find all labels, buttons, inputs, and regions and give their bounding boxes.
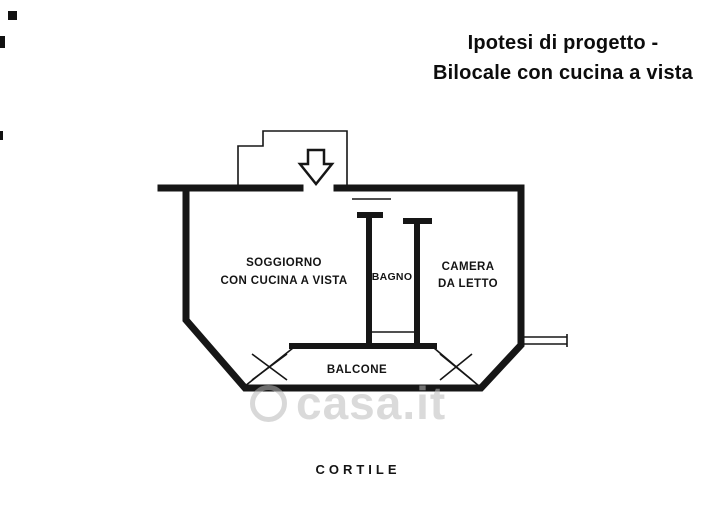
bedroom-label-line-1: CAMERA bbox=[441, 261, 495, 273]
room-label-balcony: BALCONE bbox=[326, 364, 388, 376]
scan-artifacts bbox=[0, 11, 17, 140]
perimeter-wall bbox=[182, 184, 525, 392]
outer-walls bbox=[157, 184, 525, 392]
bedroom-label-line-2: DA LETTO bbox=[437, 278, 499, 290]
title-line-2: Bilocale con cucina a vista bbox=[433, 62, 693, 84]
entrance-arrow-icon bbox=[297, 148, 335, 187]
title-line-1: Ipotesi di progetto - bbox=[467, 32, 659, 54]
courtyard-label: CORTILE bbox=[315, 462, 401, 477]
interior-walls bbox=[289, 212, 437, 349]
room-label-living: SOGGIORNO CON CUCINA A VISTA bbox=[220, 254, 347, 290]
entry-niche-outline bbox=[237, 130, 348, 188]
page-title: Ipotesi di progetto - Bilocale con cucin… bbox=[408, 28, 718, 88]
room-label-bathroom: BAGNO bbox=[371, 271, 413, 283]
thin-lines bbox=[237, 130, 568, 387]
living-label-line-2: CON CUCINA A VISTA bbox=[220, 275, 348, 287]
scan-artifact bbox=[0, 36, 5, 48]
scan-artifact bbox=[8, 11, 17, 20]
scan-artifact bbox=[0, 131, 3, 140]
radiator-lines bbox=[523, 334, 568, 347]
room-label-bedroom: CAMERA DA LETTO bbox=[438, 259, 498, 293]
living-label-line-1: SOGGIORNO bbox=[246, 257, 322, 269]
balcony-window-right-x bbox=[439, 353, 473, 381]
balcony-window-left-x bbox=[251, 353, 288, 381]
